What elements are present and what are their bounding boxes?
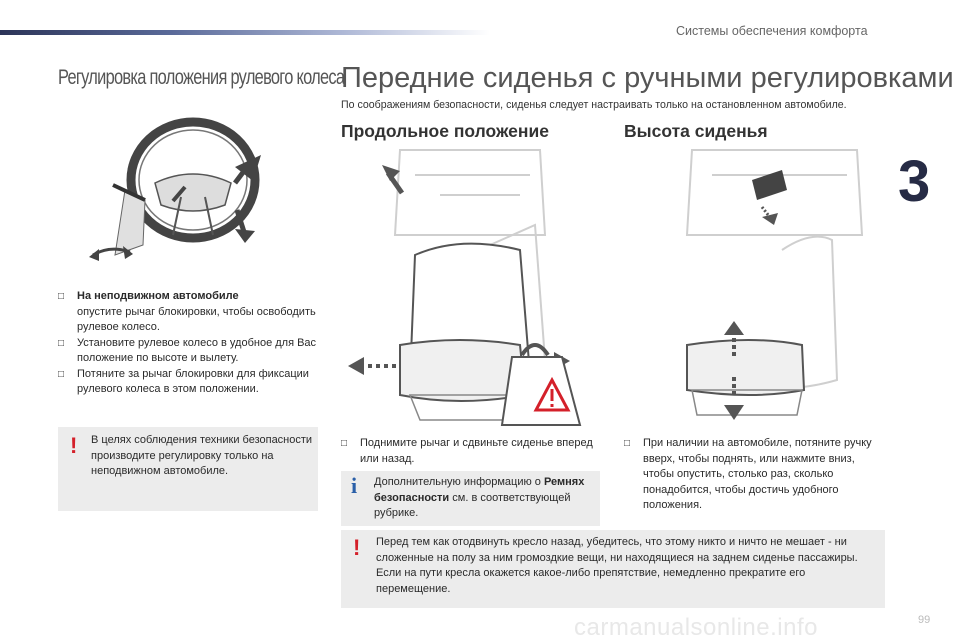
height-step: □ При наличии на автомобиле, потяните ру… xyxy=(624,436,886,514)
seat-warning-box: ! Перед тем как отодвинуть кресло назад,… xyxy=(341,530,885,608)
page-subtitle: По соображениям безопасности, сиденья сл… xyxy=(341,99,847,111)
steering-section-title: Регулировка положения рулевого колеса xyxy=(58,66,345,89)
step-text: Потяните за рычаг блокировки для фиксаци… xyxy=(77,367,309,396)
steering-warning-box: ! В целях соблюдения техники безопасност… xyxy=(58,427,318,511)
info-suffix: см. в соответствующей рубрике. xyxy=(374,491,571,520)
warning-text: Перед тем как отодвинуть кресло назад, у… xyxy=(376,536,858,595)
steering-steps-list: □ На неподвижном автомобиле опустите рыч… xyxy=(58,289,320,398)
exclamation-warning-icon: ! xyxy=(353,535,361,560)
longitudinal-step: □ Поднимите рычаг и сдвиньте сиденье впе… xyxy=(341,436,597,467)
header-gradient-bar xyxy=(0,30,490,35)
section-title: Системы обеспечения комфорта xyxy=(676,24,868,38)
height-heading: Высота сиденья xyxy=(624,121,768,141)
step-text: Установите рулевое колесо в удобное для … xyxy=(77,336,317,365)
info-box: i Дополнительную информацию о Ремнях без… xyxy=(341,471,600,526)
bag-warning-icon xyxy=(500,343,582,426)
checkbox-bullet-icon: □ xyxy=(58,291,65,302)
list-item: □ Потяните за рычаг блокировки для фикса… xyxy=(58,367,320,398)
checkbox-bullet-icon: □ xyxy=(58,368,65,380)
info-bold-link: Ремнях безопасности xyxy=(374,476,585,504)
checkbox-bullet-icon: □ xyxy=(341,438,348,449)
checkbox-bullet-icon: □ xyxy=(624,438,631,449)
list-item: □ На неподвижном автомобиле опустите рыч… xyxy=(58,289,320,336)
seat-longitudinal-illustration xyxy=(348,149,582,426)
list-item: □ Установите рулевое колесо в удобное дл… xyxy=(58,336,320,367)
step-text: При наличии на автомобиле, потяните ручк… xyxy=(643,437,872,511)
chapter-number: 3 xyxy=(898,149,931,214)
page-number: 99 xyxy=(918,614,931,626)
steering-wheel-illustration xyxy=(89,117,261,261)
watermark-logo: carmanualsonline.info xyxy=(574,614,818,641)
step-text: опустите рычаг блокировки, чтобы освобод… xyxy=(77,305,316,334)
step-text: Поднимите рычаг и сдвиньте сиденье впере… xyxy=(360,437,593,465)
exclamation-warning-icon: ! xyxy=(70,433,78,458)
page-title: Передние сиденья с ручными регулировками xyxy=(341,62,954,94)
list-item: □ Поднимите рычаг и сдвиньте сиденье впе… xyxy=(341,436,597,467)
warning-text: В целях соблюдения техники безопасности … xyxy=(91,434,313,477)
checkbox-bullet-icon: □ xyxy=(58,337,65,349)
list-item: □ При наличии на автомобиле, потяните ру… xyxy=(624,436,886,514)
seat-height-illustration xyxy=(685,149,864,420)
info-text: Дополнительную информацию о Ремнях безоп… xyxy=(374,475,596,522)
longitudinal-heading: Продольное положение xyxy=(341,121,549,141)
step-bold-label: На неподвижном автомобиле xyxy=(77,290,239,302)
info-icon: i xyxy=(351,473,358,498)
info-prefix: Дополнительную информацию о xyxy=(374,476,541,488)
